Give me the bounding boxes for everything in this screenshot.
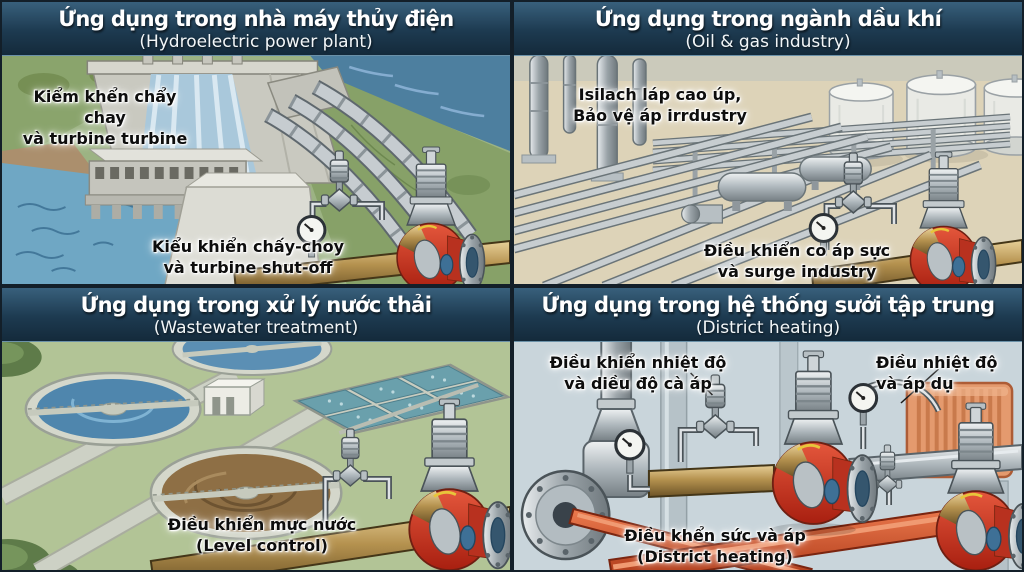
leader-lines: [690, 368, 940, 404]
wastewater-scene-illustration: [2, 341, 510, 570]
panel-subtitle: (Oil & gas industry): [685, 31, 851, 52]
panel-title: Ứng dụng trong xử lý nước thải: [80, 292, 432, 317]
heating-scene-illustration: [514, 341, 1022, 570]
label-temperature-control: Điều khiển nhiệt độ và diều độ cà áp: [549, 353, 727, 393]
powerhouse: [84, 148, 264, 219]
panel-wastewater: Ứng dụng trong xử lý nước thải (Wastewat…: [0, 286, 512, 572]
panel-subtitle: (District heating): [695, 317, 841, 338]
reservoir-water: [309, 55, 510, 151]
refinery-columns: [521, 55, 647, 182]
panel-title: Ứng dụng trong hệ thống sưởi tập trung: [541, 292, 996, 317]
panel-heating: Ứng dụng trong hệ thống sưởi tập trung (…: [512, 286, 1024, 572]
label-flow-control: Kiểm khển chẩy chay và turbine turbine: [22, 87, 188, 148]
plant-building: [202, 378, 266, 416]
clarifier-tank-sludge: [149, 445, 343, 541]
panel-wastewater-titlebar: Ứng dụng trong xử lý nước thải (Wastewat…: [2, 288, 510, 342]
label-surge-control: Điều khiển co áp sực và surge industry: [703, 241, 891, 281]
panel-subtitle: (Wastewater treatment): [153, 317, 359, 338]
label-turbine-shutoff: Kiểu khiển chấy-choy và turbine shut-off: [151, 237, 345, 277]
panel-hydro: Ứng dụng trong nhà máy thủy điện (Hydroe…: [0, 0, 512, 286]
anchor-block: [164, 172, 322, 284]
clarifier-tank-blue: [24, 371, 202, 447]
instrument-piping: [627, 379, 942, 505]
panel-hydro-titlebar: Ứng dụng trong nhà máy thủy điện (Hydroe…: [2, 2, 510, 56]
panel-oilgas-titlebar: Ứng dụng trong ngành dầu khí (Oil & gas …: [514, 2, 1022, 56]
hydro-scene-illustration: [2, 55, 510, 284]
gold-pipeline: [647, 463, 775, 499]
label-temperature-pressure: Điều nhiệt độ và áp dụ: [876, 353, 998, 393]
clarifier-tank-top: [171, 341, 333, 376]
panel-heating-titlebar: Ứng dụng trong hệ thống sưởi tập trung (…: [514, 288, 1022, 342]
label-isolation: Isilach láp cao úp, Bảo vệ áp irrdustry: [573, 85, 747, 125]
district-heating-pipes: [568, 505, 972, 570]
label-level-control: Điều khiển mực nước (Level control): [167, 515, 357, 555]
panel-oilgas: Ứng dụng trong ngành dầu khí (Oil & gas …: [512, 0, 1024, 286]
label-district-heating: Điều khển sức và áp (District heating): [624, 526, 806, 566]
panel-subtitle: (Hydroelectric power plant): [139, 31, 373, 52]
oilgas-scene-illustration: [514, 55, 1022, 284]
panel-title: Ứng dụng trong nhà máy thủy điện: [58, 6, 454, 31]
panel-title: Ứng dụng trong ngành dầu khí: [594, 6, 942, 31]
